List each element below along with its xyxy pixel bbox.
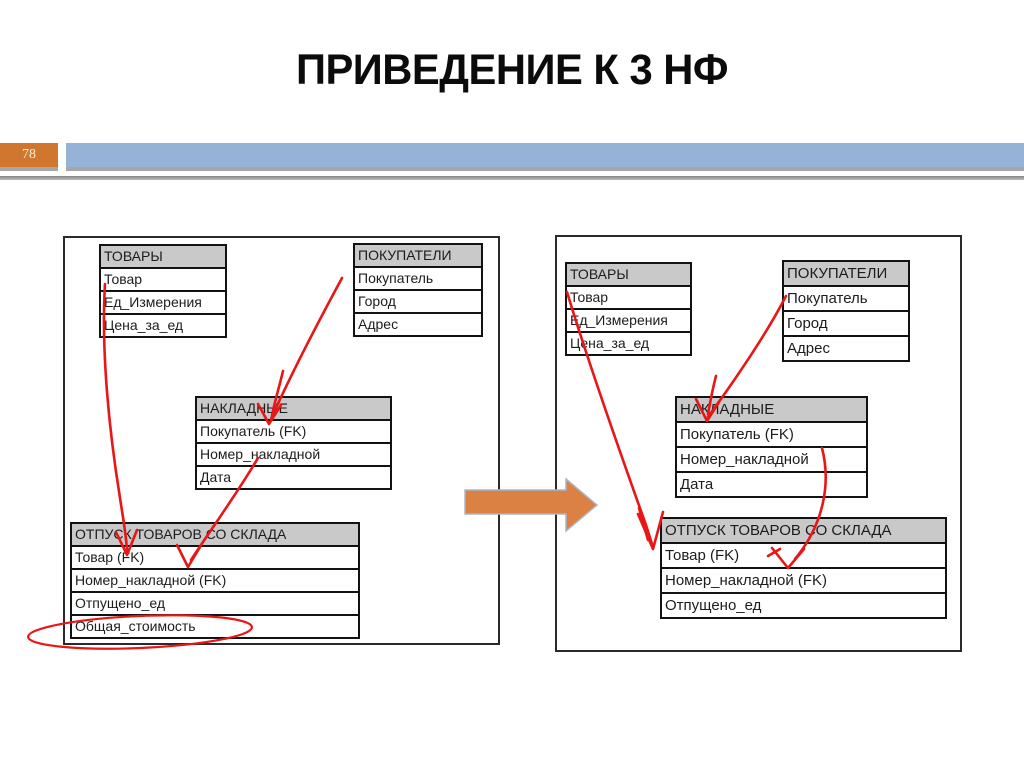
table-header: ОТПУСК ТОВАРОВ СО СКЛАДА xyxy=(662,519,945,544)
table-row: Номер_накладной xyxy=(197,444,390,467)
table-row: Номер_накладной xyxy=(677,448,866,473)
table-tovary-before: ТОВАРЫ Товар Ед_Измерения Цена_за_ед xyxy=(99,244,227,338)
table-row: Покупатель (FK) xyxy=(197,421,390,444)
table-header: ПОКУПАТЕЛИ xyxy=(784,262,908,287)
table-nakladnye-after: НАКЛАДНЫЕ Покупатель (FK) Номер_накладно… xyxy=(675,396,868,498)
table-row: Город xyxy=(784,312,908,337)
table-row: Адрес xyxy=(355,314,481,335)
divider-line xyxy=(0,176,1024,180)
table-header: ТОВАРЫ xyxy=(101,246,225,269)
table-row: Дата xyxy=(197,467,390,488)
table-row: Адрес xyxy=(784,337,908,360)
table-row: Ед_Измерения xyxy=(567,310,690,333)
table-row: Покупатель xyxy=(784,287,908,312)
table-otpusk-before: ОТПУСК ТОВАРОВ СО СКЛАДА Товар (FK) Номе… xyxy=(70,522,360,639)
table-header: НАКЛАДНЫЕ xyxy=(197,398,390,421)
table-row: Ед_Измерения xyxy=(101,292,225,315)
table-row: Дата xyxy=(677,473,866,496)
table-row: Город xyxy=(355,291,481,314)
table-row: Покупатель (FK) xyxy=(677,423,866,448)
table-row: Товар xyxy=(567,287,690,310)
table-row: Товар (FK) xyxy=(662,544,945,569)
table-header: ПОКУПАТЕЛИ xyxy=(355,245,481,268)
table-otpusk-after: ОТПУСК ТОВАРОВ СО СКЛАДА Товар (FK) Номе… xyxy=(660,517,947,619)
table-row: Номер_накладной (FK) xyxy=(662,569,945,594)
table-tovary-after: ТОВАРЫ Товар Ед_Измерения Цена_за_ед xyxy=(565,262,692,356)
slide-title: ПРИВЕДЕНИЕ К 3 НФ xyxy=(295,46,729,94)
table-pokupateli-after: ПОКУПАТЕЛИ Покупатель Город Адрес xyxy=(782,260,910,362)
table-row: Товар (FK) xyxy=(72,547,358,570)
table-row: Покупатель xyxy=(355,268,481,291)
table-row: Отпущено_ед xyxy=(662,594,945,617)
table-row: Товар xyxy=(101,269,225,292)
table-header: ТОВАРЫ xyxy=(567,264,690,287)
slide-number-badge: 78 xyxy=(0,143,58,171)
table-nakladnye-before: НАКЛАДНЫЕ Покупатель (FK) Номер_накладно… xyxy=(195,396,392,490)
table-row-circled: Общая_стоимость xyxy=(72,616,358,637)
table-row: Отпущено_ед xyxy=(72,593,358,616)
table-row: Цена_за_ед xyxy=(101,315,225,336)
table-row: Номер_накладной (FK) xyxy=(72,570,358,593)
table-header: ОТПУСК ТОВАРОВ СО СКЛАДА xyxy=(72,524,358,547)
header-bar xyxy=(66,143,1024,171)
table-header: НАКЛАДНЫЕ xyxy=(677,398,866,423)
table-pokupateli-before: ПОКУПАТЕЛИ Покупатель Город Адрес xyxy=(353,243,483,337)
table-row: Цена_за_ед xyxy=(567,333,690,354)
